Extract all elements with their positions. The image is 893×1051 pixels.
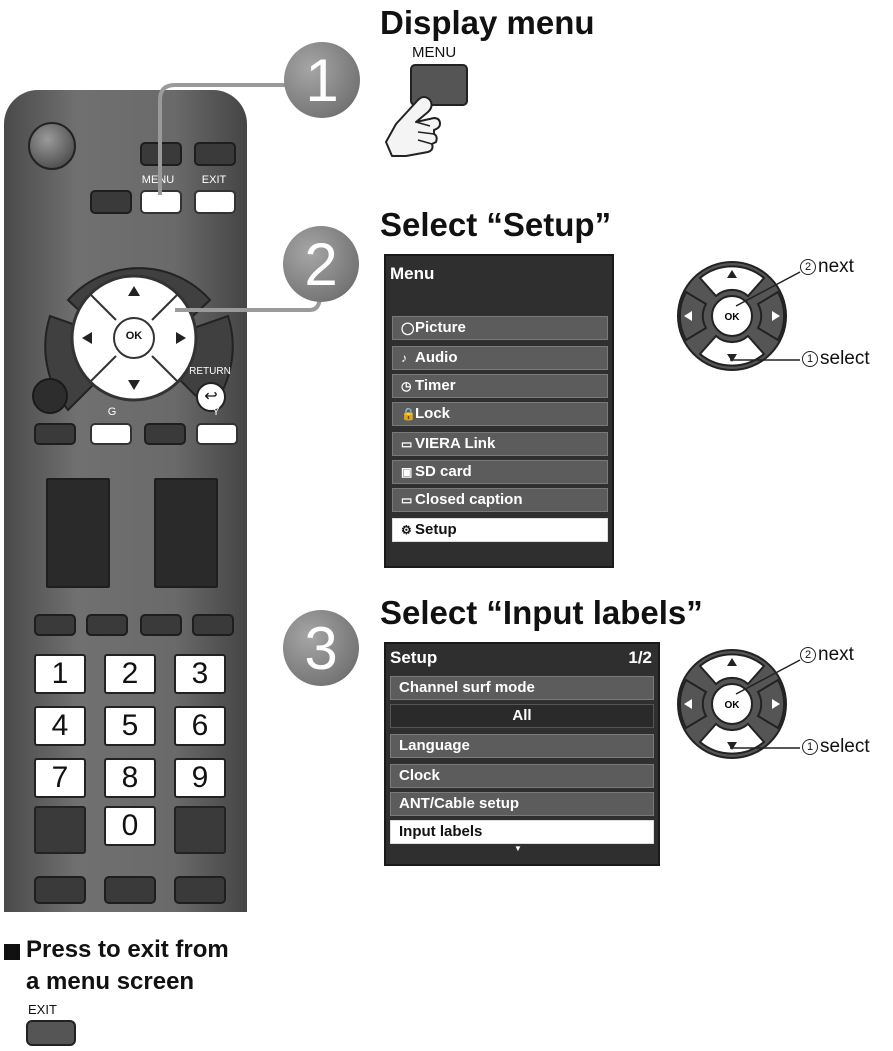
footer-square-bullet-icon <box>4 944 20 960</box>
color-button-yellow[interactable] <box>196 423 238 445</box>
setup-item-value-all[interactable]: All <box>390 704 654 728</box>
footer-exit-button[interactable] <box>26 1020 76 1046</box>
step-1-title: Display menu <box>380 4 595 41</box>
color-button-green[interactable] <box>90 423 132 445</box>
return-button[interactable]: ↩ <box>196 382 226 412</box>
main-menu-panel: Menu ◯Picture ♪Audio ◷Timer 🔒Lock ▭VIERA… <box>384 254 614 568</box>
setup-item-clock[interactable]: Clock <box>390 764 654 788</box>
footer-line-2: a menu screen <box>26 968 195 995</box>
number-key-1[interactable]: 1 <box>34 654 86 694</box>
step-3-nav-pad: OK <box>677 649 787 759</box>
setup-item-ant-cable-setup[interactable]: ANT/Cable setup <box>390 792 654 816</box>
side-round-button[interactable] <box>32 378 68 414</box>
menu-item-sd-card[interactable]: ▣SD card <box>392 460 608 484</box>
g-label: G <box>107 406 117 418</box>
menu-item-timer[interactable]: ◷Timer <box>392 374 608 398</box>
picture-icon: ◯ <box>401 321 415 335</box>
number-key-2[interactable]: 2 <box>104 654 156 694</box>
setup-menu-title: Setup <box>390 648 438 667</box>
sd-card-icon: ▣ <box>401 465 413 479</box>
y-label: Y <box>212 406 220 418</box>
top-button-2[interactable] <box>194 142 236 166</box>
number-key-7[interactable]: 7 <box>34 758 86 798</box>
setup-item-channel-surf-mode[interactable]: Channel surf mode <box>390 676 654 700</box>
audio-icon: ♪ <box>401 351 407 365</box>
menu-item-picture[interactable]: ◯Picture <box>392 316 608 340</box>
timer-icon: ◷ <box>401 379 412 393</box>
bottom-button-3[interactable] <box>174 876 226 904</box>
number-key-6[interactable]: 6 <box>174 706 226 746</box>
number-key-0[interactable]: 0 <box>104 806 156 846</box>
main-menu-title: Menu <box>390 264 435 283</box>
step-2-pointer-lines <box>730 271 801 361</box>
color-button-red[interactable] <box>34 423 76 445</box>
step-1-badge: 1 <box>284 42 360 118</box>
bottom-button-1[interactable] <box>34 876 86 904</box>
number-key-8[interactable]: 8 <box>104 758 156 798</box>
bottom-button-2[interactable] <box>104 876 156 904</box>
power-button[interactable] <box>28 122 76 170</box>
number-key-3[interactable]: 3 <box>174 654 226 694</box>
number-key-9[interactable]: 9 <box>174 758 226 798</box>
svg-text:OK: OK <box>725 700 741 711</box>
function-button-4[interactable] <box>192 614 234 636</box>
function-button-2[interactable] <box>86 614 128 636</box>
left-button[interactable] <box>90 190 132 214</box>
setup-menu-page: 1/2 <box>628 648 652 667</box>
footer-line-1: Press to exit from <box>26 936 229 963</box>
step-3-badge: 3 <box>283 610 359 686</box>
exit-button[interactable] <box>194 190 236 214</box>
remote-nav-pad[interactable] <box>64 268 204 408</box>
function-button-1[interactable] <box>34 614 76 636</box>
viera-link-icon: ▭ <box>401 437 413 451</box>
step-3-title: Select “Input labels” <box>380 594 703 631</box>
remote-control: MENU EXIT OK RETURN ↩ G Y 1 2 3 4 <box>4 90 247 912</box>
menu-item-lock[interactable]: 🔒Lock <box>392 402 608 426</box>
scroll-down-icon: ▼ <box>514 844 522 853</box>
function-button-3[interactable] <box>140 614 182 636</box>
closed-caption-icon: ▭ <box>401 493 413 507</box>
channel-rocker[interactable] <box>154 478 218 588</box>
step-3-pointer-lines <box>730 659 801 749</box>
svg-text:OK: OK <box>725 312 741 323</box>
menu-item-closed-caption[interactable]: ▭Closed caption <box>392 488 608 512</box>
volume-rocker[interactable] <box>46 478 110 588</box>
step-2-title: Select “Setup” <box>380 206 612 243</box>
number-key-4[interactable]: 4 <box>34 706 86 746</box>
number-key-blank-left[interactable] <box>34 806 86 854</box>
ok-label: OK <box>125 330 143 342</box>
exit-label: EXIT <box>201 174 227 186</box>
lock-icon: 🔒 <box>401 407 416 421</box>
setup-item-input-labels[interactable]: Input labels <box>390 820 654 844</box>
step-1-menu-label: MENU <box>412 44 457 61</box>
setup-menu-panel: Setup 1/2 Channel surf mode All Language… <box>384 642 660 866</box>
step-2-nav-pad: OK <box>677 261 787 371</box>
color-button-blue[interactable] <box>144 423 186 445</box>
footer-exit-label: EXIT <box>28 1002 57 1017</box>
setup-icon: ⚙ <box>401 523 412 537</box>
step-2-badge: 2 <box>283 226 359 302</box>
menu-item-setup[interactable]: ⚙Setup <box>392 518 608 542</box>
number-key-5[interactable]: 5 <box>104 706 156 746</box>
number-key-blank-right[interactable] <box>174 806 226 854</box>
menu-label: MENU <box>141 174 175 186</box>
pointing-hand-icon <box>385 96 441 157</box>
menu-item-audio[interactable]: ♪Audio <box>392 346 608 370</box>
return-label: RETURN <box>189 366 231 377</box>
setup-item-language[interactable]: Language <box>390 734 654 758</box>
menu-item-viera-link[interactable]: ▭VIERA Link <box>392 432 608 456</box>
